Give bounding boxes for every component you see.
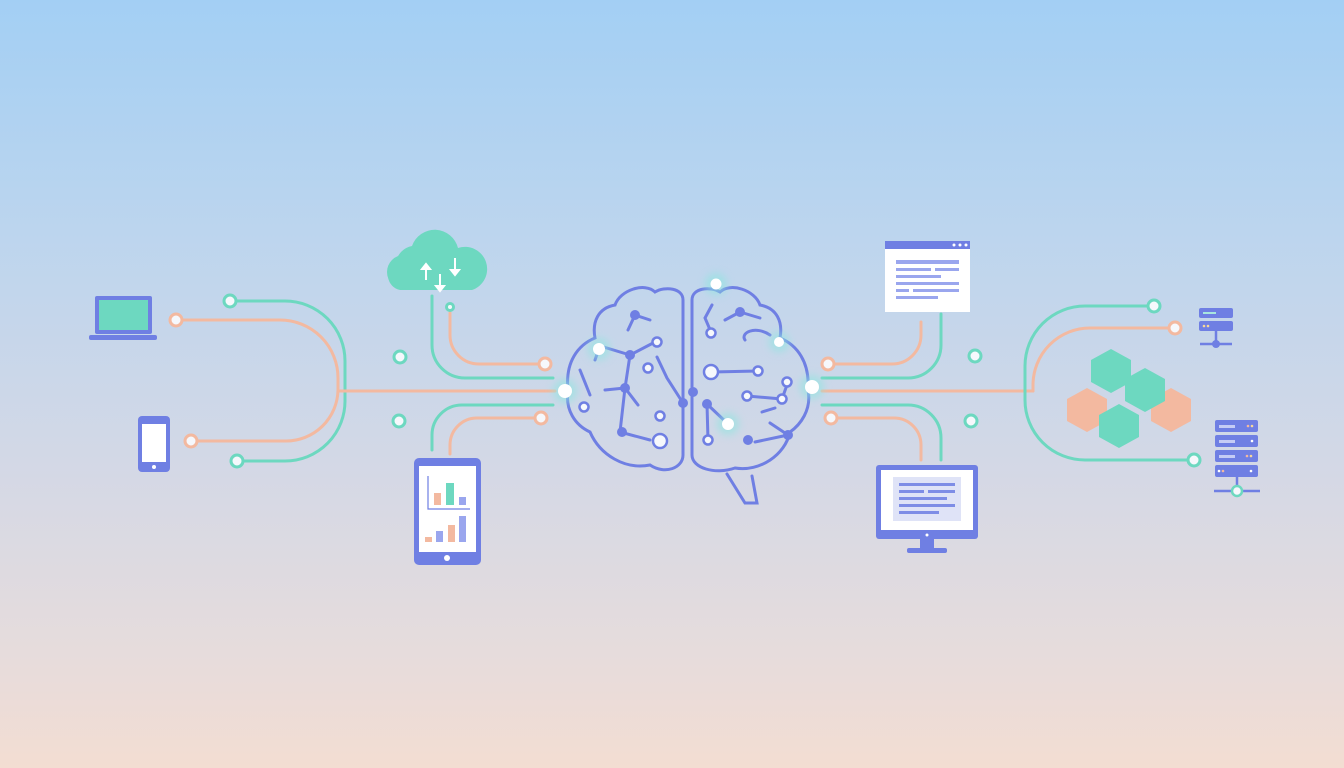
monitor-icon (876, 465, 978, 553)
teal-connector (1023, 304, 1190, 462)
endpoint-nodes (168, 293, 1202, 469)
teal-node (963, 413, 979, 429)
salmon-node (820, 356, 836, 372)
teal-node (1146, 298, 1162, 314)
salmon-node (183, 433, 199, 449)
teal-node (445, 302, 455, 312)
brain-circuit-icon (553, 273, 824, 505)
browser-window-icon (885, 241, 970, 312)
salmon-node (168, 312, 184, 328)
salmon-node (533, 410, 549, 426)
teal-connector (820, 312, 943, 380)
teal-connector (820, 403, 943, 462)
salmon-connector (448, 416, 537, 456)
salmon-connector (180, 318, 340, 443)
teal-node (391, 413, 407, 429)
connector-lines (180, 294, 1190, 463)
salmon-node (1167, 320, 1183, 336)
teal-node (967, 348, 983, 364)
tablet-chart-icon (414, 458, 481, 565)
salmon-connector (448, 311, 540, 366)
salmon-node (537, 356, 553, 372)
salmon-connector (832, 320, 923, 366)
teal-connector (430, 403, 555, 452)
salmon-node (823, 410, 839, 426)
cloud-sync-icon (387, 229, 488, 293)
server-rack-icon (1214, 420, 1260, 498)
salmon-connector (1031, 326, 1171, 393)
smartphone-icon (138, 416, 170, 472)
teal-node (229, 453, 245, 469)
server-icon (1199, 308, 1233, 348)
teal-node (392, 349, 408, 365)
glowing-nodes (553, 273, 824, 435)
teal-node (1186, 452, 1202, 468)
salmon-connector (835, 416, 923, 462)
laptop-icon (89, 296, 157, 340)
hexagon-cluster-icon (1067, 349, 1191, 448)
teal-node (222, 293, 238, 309)
teal-connector (234, 299, 347, 463)
teal-connector (430, 294, 555, 380)
